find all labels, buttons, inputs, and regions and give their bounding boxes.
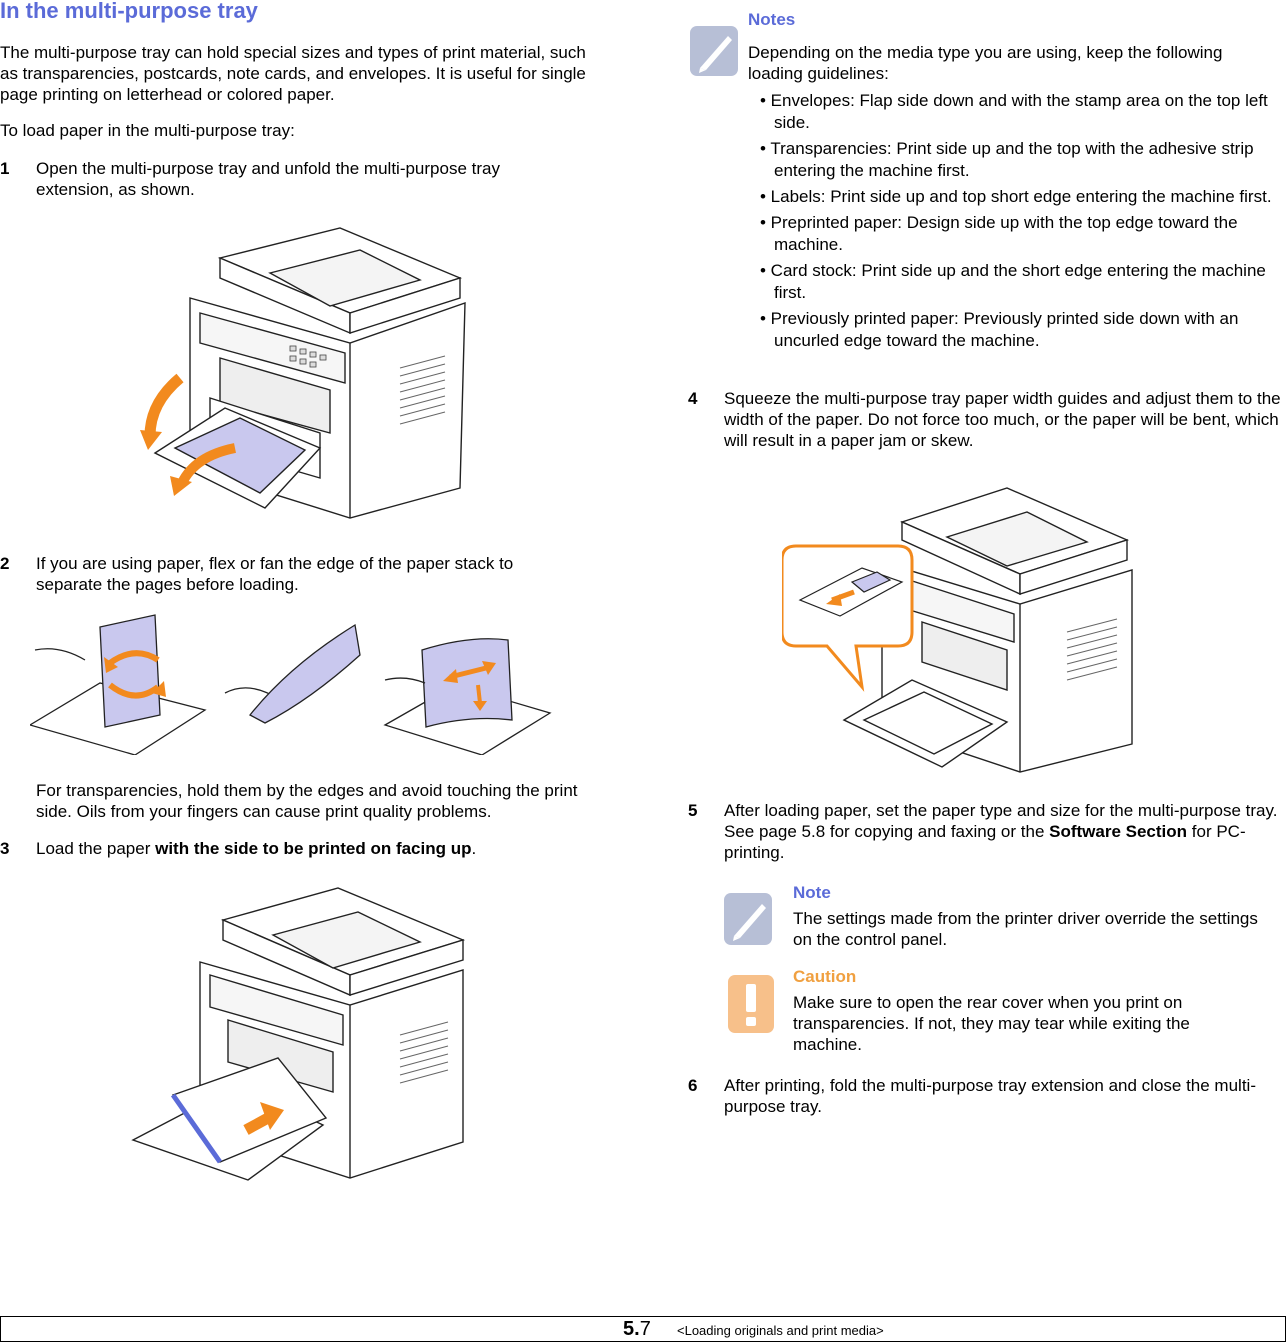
step-3-text-after: . [471, 839, 477, 858]
step-6-text: After printing, fold the multi-purpose t… [724, 1076, 1256, 1116]
step-5-text-before: After loading paper, set the paper type … [724, 801, 1278, 841]
notes-list-item: • Preprinted paper: Design side up with … [760, 213, 1238, 254]
step-5-number: 5 [688, 801, 698, 820]
notes-list-item: • Transparencies: Print side up and the … [760, 139, 1254, 180]
section-title: In the multi-purpose tray [0, 0, 258, 23]
step-3-text: Load the paper with the side to be print… [36, 838, 596, 859]
load-paper-illustration [131, 887, 466, 1181]
step-1-number: 1 [0, 159, 10, 178]
printer-open-tray-illustration [140, 227, 466, 519]
step-3-text-before: Load the paper [36, 839, 156, 858]
step-5-text: After loading paper, set the paper type … [724, 800, 1284, 863]
notes-intro: Depending on the media type you are usin… [748, 43, 1223, 83]
page-footer: 5.7 <Loading originals and print media> [0, 1316, 1286, 1342]
page-number-chapter: 5. [623, 1318, 640, 1340]
caution-text: Make sure to open the rear cover when yo… [793, 993, 1190, 1054]
step-5-text-bold: Software Section [1049, 822, 1188, 841]
step-3-text-bold: with the side to be printed on facing up [155, 839, 472, 858]
step-1-text: Open the multi-purpose tray and unfold t… [36, 159, 500, 199]
step-5-text-after: for PC-printing. [724, 822, 1246, 862]
adjust-guides-illustration [782, 487, 1133, 773]
step-3-number: 3 [0, 839, 10, 858]
note-title: Note [793, 883, 831, 902]
note-pencil-icon [690, 26, 738, 76]
notes-list-item: • Card stock: Print side up and the shor… [760, 261, 1266, 302]
intro-paragraph: The multi-purpose tray can hold special … [0, 43, 586, 104]
page-number-page: 7 [639, 1318, 651, 1340]
step-4-number: 4 [688, 389, 698, 408]
caution-exclamation-icon [728, 975, 774, 1033]
fan-paper-illustration [30, 614, 552, 755]
note-text: The settings made from the printer drive… [793, 909, 1258, 949]
caution-title: Caution [793, 967, 857, 986]
step-2-number: 2 [0, 554, 10, 573]
step-6-number: 6 [688, 1076, 698, 1095]
page-number: 5.7 [623, 1318, 651, 1341]
step-2-text: If you are using paper, flex or fan the … [36, 554, 514, 594]
notes-title: Notes [748, 10, 796, 29]
intro-lead: To load paper in the multi-purpose tray: [0, 121, 295, 140]
notes-list-item: • Envelopes: Flap side down and with the… [760, 91, 1268, 132]
notes-list-item: • Previously printed paper: Previously p… [760, 309, 1239, 350]
chapter-title: <Loading originals and print media> [677, 1323, 884, 1338]
transparency-note: For transparencies, hold them by the edg… [36, 781, 578, 821]
note-pencil-icon [724, 893, 772, 945]
step-4-text: Squeeze the multi-purpose tray paper wid… [724, 389, 1281, 450]
notes-list-item: • Labels: Print side up and top short ed… [760, 187, 1272, 206]
notes-list: • Envelopes: Flap side down and with the… [760, 90, 1280, 356]
